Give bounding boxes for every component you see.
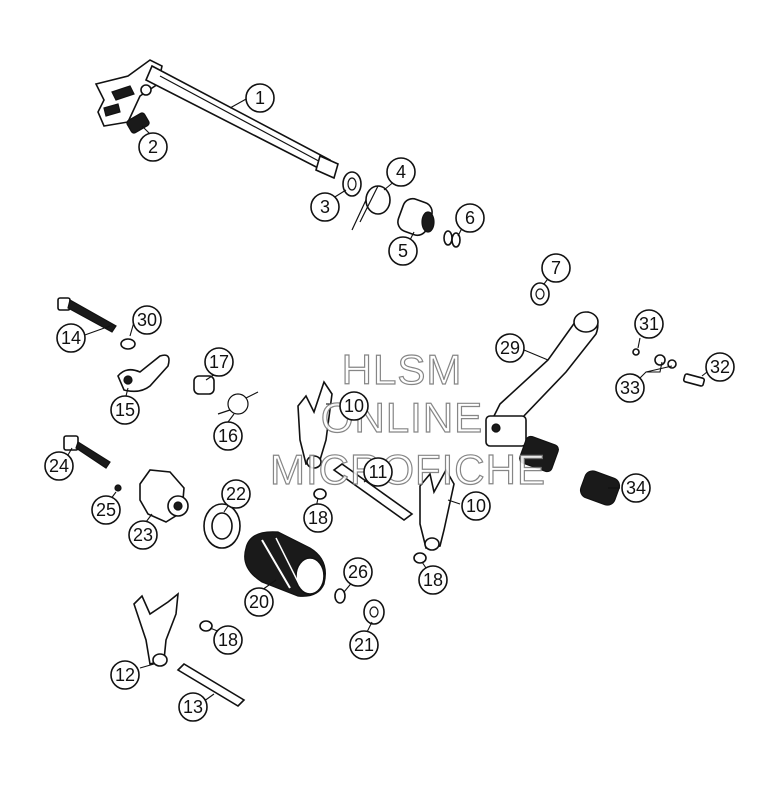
callout-32: 32 xyxy=(705,352,735,382)
bushing-17 xyxy=(193,375,215,395)
watermark-line-3: MICROFICHE xyxy=(270,446,546,493)
callout-33: 33 xyxy=(615,373,645,403)
callout-14: 14 xyxy=(56,323,86,353)
bearing-22 xyxy=(203,503,241,549)
shift-fork-10b xyxy=(419,468,455,551)
callout-21: 21 xyxy=(349,630,379,660)
callout-16: 16 xyxy=(213,421,243,451)
shift-rail-13 xyxy=(176,662,246,708)
bolt-14 xyxy=(57,297,117,333)
svg-text:13: 13 xyxy=(183,697,203,717)
callout-5: 5 xyxy=(388,236,418,266)
svg-text:3: 3 xyxy=(320,197,330,217)
callout-23: 23 xyxy=(128,520,158,550)
svg-text:33: 33 xyxy=(620,378,640,398)
callout-31: 31 xyxy=(634,309,664,339)
callout-15: 15 xyxy=(110,395,140,425)
svg-text:1: 1 xyxy=(255,88,265,108)
callout-2: 2 xyxy=(138,132,168,162)
svg-text:21: 21 xyxy=(354,635,374,655)
shift-rail-11 xyxy=(332,463,414,521)
svg-text:6: 6 xyxy=(465,208,475,228)
svg-text:12: 12 xyxy=(115,665,135,685)
shift-drum-cam-23 xyxy=(139,469,189,523)
pin-25 xyxy=(114,484,122,492)
svg-text:18: 18 xyxy=(423,570,443,590)
svg-text:29: 29 xyxy=(500,338,520,358)
callout-34: 34 xyxy=(621,473,651,503)
callout-22: 22 xyxy=(221,479,251,509)
svg-text:25: 25 xyxy=(96,500,116,520)
callout-18-a: 18 xyxy=(303,503,333,533)
return-spring-4 xyxy=(351,185,391,231)
svg-text:31: 31 xyxy=(639,314,659,334)
bushing-5 xyxy=(397,197,435,237)
svg-text:11: 11 xyxy=(369,462,388,482)
svg-text:34: 34 xyxy=(626,478,646,498)
svg-text:20: 20 xyxy=(249,592,269,612)
svg-text:32: 32 xyxy=(710,357,730,377)
washer-30 xyxy=(120,338,136,350)
callout-7: 7 xyxy=(541,253,571,283)
roller-18c xyxy=(199,620,213,632)
svg-text:24: 24 xyxy=(49,456,69,476)
bolt-24 xyxy=(63,435,111,469)
callout-18-b: 18 xyxy=(418,565,448,595)
washer-3 xyxy=(342,171,362,197)
callout-24: 24 xyxy=(44,451,74,481)
callout-29: 29 xyxy=(495,333,525,363)
svg-text:18: 18 xyxy=(218,630,238,650)
svg-text:7: 7 xyxy=(551,258,561,278)
svg-text:4: 4 xyxy=(396,162,406,182)
svg-text:22: 22 xyxy=(226,484,246,504)
svg-text:15: 15 xyxy=(115,400,135,420)
roller-18a xyxy=(313,488,327,500)
callout-17: 17 xyxy=(204,347,234,377)
watermark-line-1: HLSM xyxy=(342,346,463,393)
svg-text:10: 10 xyxy=(344,396,364,416)
callout-4: 4 xyxy=(386,157,416,187)
svg-text:5: 5 xyxy=(398,241,408,261)
rubber-34 xyxy=(579,470,621,506)
callout-12: 12 xyxy=(110,660,140,690)
svg-text:26: 26 xyxy=(348,562,368,582)
callout-3: 3 xyxy=(310,192,340,222)
lever-15 xyxy=(117,354,170,393)
spring-16 xyxy=(217,391,259,415)
callout-13: 13 xyxy=(178,692,208,722)
shift-fork-12 xyxy=(133,592,179,667)
svg-text:17: 17 xyxy=(209,352,229,372)
svg-text:18: 18 xyxy=(308,508,328,528)
washer-7 xyxy=(530,282,550,306)
bearing-21 xyxy=(363,599,385,625)
watermark: HLSM ONLINE MICROFICHE xyxy=(269,345,546,493)
seal-6 xyxy=(443,230,461,248)
callout-30: 30 xyxy=(132,305,162,335)
shift-shaft xyxy=(94,59,339,180)
callout-18-c: 18 xyxy=(213,625,243,655)
callout-10-upper: 10 xyxy=(339,391,369,421)
svg-text:30: 30 xyxy=(137,310,157,330)
callout-11: 11 xyxy=(363,457,393,487)
callout-10-lower: 10 xyxy=(461,491,491,521)
callout-26: 26 xyxy=(343,557,373,587)
callout-1: 1 xyxy=(245,83,275,113)
callout-20: 20 xyxy=(244,587,274,617)
shift-drum-20 xyxy=(244,531,326,597)
small-parts-31-33 xyxy=(632,348,706,387)
callout-6: 6 xyxy=(455,203,485,233)
washer-26 xyxy=(334,588,346,604)
svg-text:16: 16 xyxy=(218,426,238,446)
roller-18b xyxy=(413,552,427,564)
svg-text:10: 10 xyxy=(466,496,486,516)
shift-fork-10a xyxy=(297,380,333,469)
shift-lever-29 xyxy=(485,311,599,473)
svg-text:2: 2 xyxy=(148,137,158,157)
spring-2 xyxy=(126,112,150,134)
svg-text:14: 14 xyxy=(61,328,81,348)
callout-25: 25 xyxy=(91,495,121,525)
svg-text:23: 23 xyxy=(133,525,153,545)
